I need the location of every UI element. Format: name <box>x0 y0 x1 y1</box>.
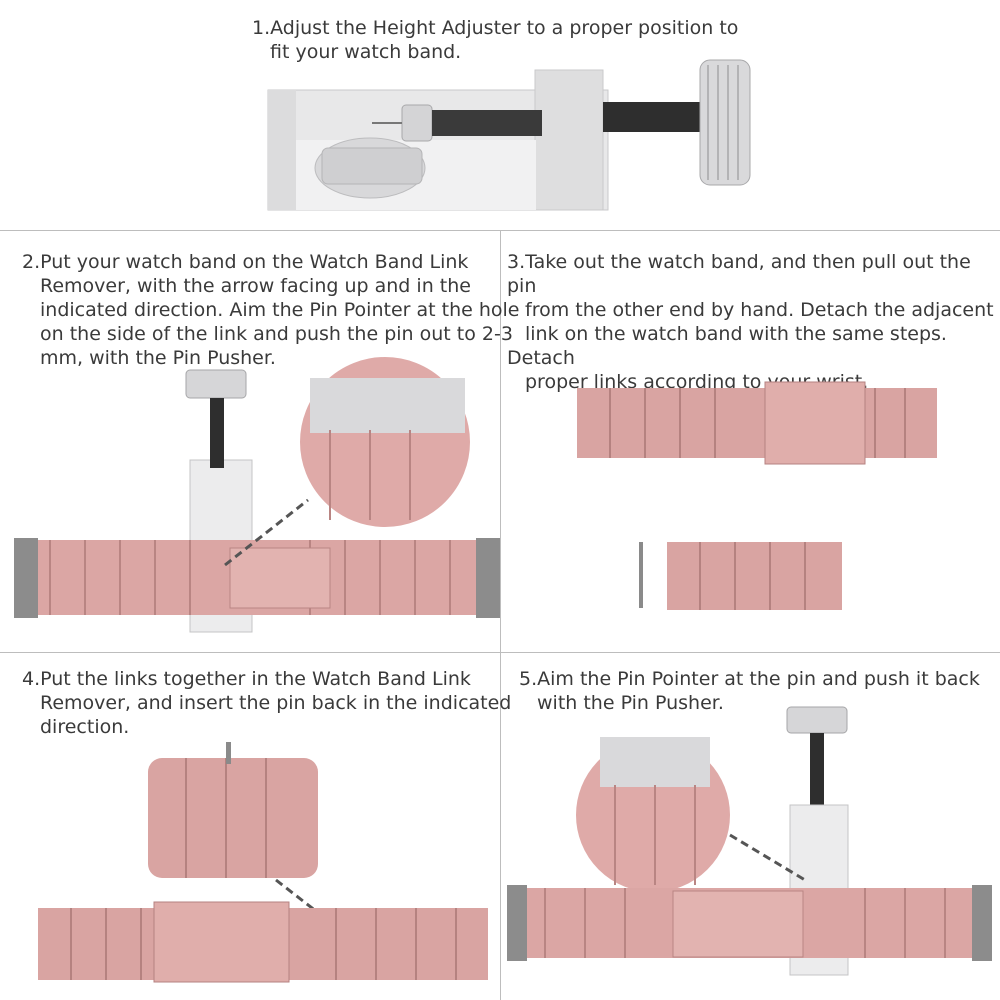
step-3-illustration <box>577 381 937 610</box>
step-4-line-2: Remover, and insert the pin back in the … <box>40 692 512 714</box>
zoom-tool-top-5 <box>600 737 710 787</box>
divider-vertical <box>500 230 501 1000</box>
step-2-line-1: 2.Put your watch band on the Watch Band … <box>22 251 469 273</box>
band-assembled-clasp <box>153 901 290 983</box>
step-1-line-1: 1.Adjust the Height Adjuster to a proper… <box>252 17 739 39</box>
zoom-pointer-line-4 <box>275 878 322 917</box>
step-3-line-3: link on the watch band with the same ste… <box>507 323 947 369</box>
tool-right-post <box>534 69 604 211</box>
step-4-line-1: 4.Put the links together in the Watch Ba… <box>22 668 471 690</box>
step-2-line-4: on the side of the link and push the pin… <box>40 323 513 345</box>
link-remover-tool-illustration <box>267 59 751 211</box>
step-4-illustration <box>38 742 488 983</box>
band-full <box>577 388 937 458</box>
step-1-text: 1.Adjust the Height Adjuster to a proper… <box>252 16 738 64</box>
band-clasp <box>229 547 331 609</box>
step-2-line-5: mm, with the Pin Pusher. <box>40 347 276 369</box>
step-2-line-3: indicated direction. Aim the Pin Pointer… <box>40 299 520 321</box>
band-connector-left <box>14 538 38 618</box>
step-3-text: 3.Take out the watch band, and then pull… <box>507 250 1000 394</box>
band-final-clasp <box>672 890 804 958</box>
step-2-text: 2.Put your watch band on the Watch Band … <box>22 250 519 370</box>
detached-links <box>667 542 842 610</box>
zoom-tool-top <box>310 378 465 433</box>
screw-left <box>432 110 542 136</box>
tool-left-post <box>268 90 296 210</box>
step-3-line-1: 3.Take out the watch band, and then pull… <box>507 251 971 297</box>
height-adjuster-knurl <box>321 147 423 185</box>
removed-pin <box>639 542 643 608</box>
band-final-connector-right <box>972 885 992 961</box>
tool-knob <box>185 369 247 399</box>
band-full-clasp <box>764 381 866 465</box>
zoom-links <box>148 758 318 878</box>
band-final-connector-left <box>507 885 527 961</box>
step-4-line-3: direction. <box>40 716 130 738</box>
zoom-pointer-line <box>224 498 309 567</box>
step-4-text: 4.Put the links together in the Watch Ba… <box>22 667 511 739</box>
step-3-line-2: from the other end by hand. Detach the a… <box>525 299 994 321</box>
step-1-line-2: fit your watch band. <box>270 41 462 63</box>
tool-screw-5 <box>810 733 824 813</box>
zoom-pointer-line-5 <box>729 833 806 882</box>
band-connector-right <box>476 538 500 618</box>
tool-screw <box>210 398 224 468</box>
pin-pointer-knob <box>401 104 433 142</box>
step-5-line-2: with the Pin Pusher. <box>537 692 724 714</box>
step-2-line-2: Remover, with the arrow facing up and in… <box>40 275 471 297</box>
inserted-pin <box>226 742 231 764</box>
step-5-illustration <box>507 706 992 976</box>
screw-right <box>603 102 703 132</box>
step-5-text: 5.Aim the Pin Pointer at the pin and pus… <box>519 667 980 715</box>
step-5-line-1: 5.Aim the Pin Pointer at the pin and pus… <box>519 668 980 690</box>
tool-knob-5 <box>786 706 848 734</box>
divider-horizontal-middle <box>0 652 1000 653</box>
step-2-illustration <box>14 355 500 633</box>
